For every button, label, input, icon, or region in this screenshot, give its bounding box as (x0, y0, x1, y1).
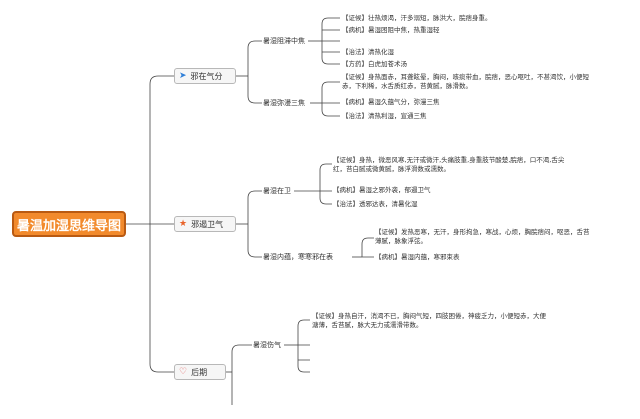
connector-root-to-b3 (149, 224, 174, 373)
leaf-wei-pathogenesis[interactable]: 【病机】暑湿之邪外袭，郁遏卫气 (333, 186, 431, 194)
connector-b2-to-s4 (247, 224, 262, 258)
root-node[interactable]: 暑温加湿思维导图 (12, 211, 126, 237)
leaf-biao-syndrome[interactable]: 【证候】发热恶寒，无汗，身形拘急，寒战，心烦，胸脘痞闷，呕恶，舌苔薄腻，脉象浮弦… (375, 228, 590, 245)
sub-node-zhongjiao[interactable]: 暑湿阻滞中焦 (263, 37, 305, 45)
branch-late-stage[interactable]: ♡ 后期 (174, 364, 226, 380)
connector-root-to-b1 (149, 75, 174, 224)
branch-qi-stage[interactable]: ➤ 邪在气分 (174, 68, 236, 84)
root-title: 暑温加湿思维导图 (16, 218, 121, 234)
connector-b1-to-s1 (247, 40, 262, 76)
leaf-sanjiao-pathogenesis[interactable]: 【病机】暑湿久蕴气分，弥漫三焦 (342, 98, 440, 106)
sub-node-shangqi[interactable]: 暑湿伤气 (253, 341, 281, 349)
sub-node-wei[interactable]: 暑湿在卫 (263, 187, 291, 195)
leaf-wei-treatment[interactable]: 【治法】透邪达表，清暑化湿 (333, 200, 418, 208)
connector-s1-leaves (321, 17, 340, 65)
leaf-sanjiao-syndrome[interactable]: 【证候】身热面赤，耳聋眩晕，胸闷，咳痰带血，脘痞，恶心呕吐，不甚渴饮，小便短赤，… (342, 73, 589, 90)
branch-label: 邪遏卫气 (191, 219, 224, 229)
heart-icon: ♡ (179, 366, 188, 377)
connector-s5-leaves (297, 319, 310, 373)
leaf-zhongjiao-formula[interactable]: 【方药】白虎加苍术汤 (342, 60, 407, 68)
sub-node-biao[interactable]: 暑湿内蕴，寒寒邪在表 (263, 253, 333, 261)
leaf-sanjiao-treatment[interactable]: 【治法】清热利湿，宣通三焦 (342, 112, 427, 120)
connector-s2-leaves (321, 81, 340, 117)
paper-plane-icon: ➤ (179, 70, 187, 81)
leaf-biao-pathogenesis[interactable]: 【病机】暑湿内蕴，寒邪束表 (375, 253, 460, 261)
leaf-zhongjiao-pathogenesis[interactable]: 【病机】暑湿困阻中焦，热重湿轻 (342, 26, 440, 34)
branch-weiqi[interactable]: ★ 邪遏卫气 (174, 216, 236, 232)
connector-b1-to-s2 (247, 76, 262, 104)
leaf-zhongjiao-treatment[interactable]: 【治法】清热化湿 (342, 48, 394, 56)
sub-node-sanjiao[interactable]: 暑湿弥漫三焦 (263, 99, 305, 107)
connector-b2-to-s3 (247, 190, 262, 224)
connector-s4-leaves (361, 237, 374, 258)
branch-label: 邪在气分 (190, 71, 223, 81)
leaf-zhongjiao-syndrome[interactable]: 【证候】壮热烦渴，汗多溺短，脉洪大，脘痞身重。 (342, 14, 492, 22)
star-icon: ★ (179, 218, 188, 229)
branch-label: 后期 (191, 367, 208, 377)
leaf-wei-syndrome[interactable]: 【证候】身热，微恶风寒,无汗或微汗,头痛肢重,身重肢节酸楚,脘痞，口不渴,舌尖红… (333, 156, 565, 173)
connector-b3-to-s5 (231, 344, 252, 372)
leaf-shangqi-syndrome[interactable]: 【证候】身热自汗，消渴不已，胸闷气短，四肢困倦，神疲乏力，小便短赤，大便溏薄，舌… (312, 312, 546, 329)
connector-s3-leaves (319, 163, 332, 205)
